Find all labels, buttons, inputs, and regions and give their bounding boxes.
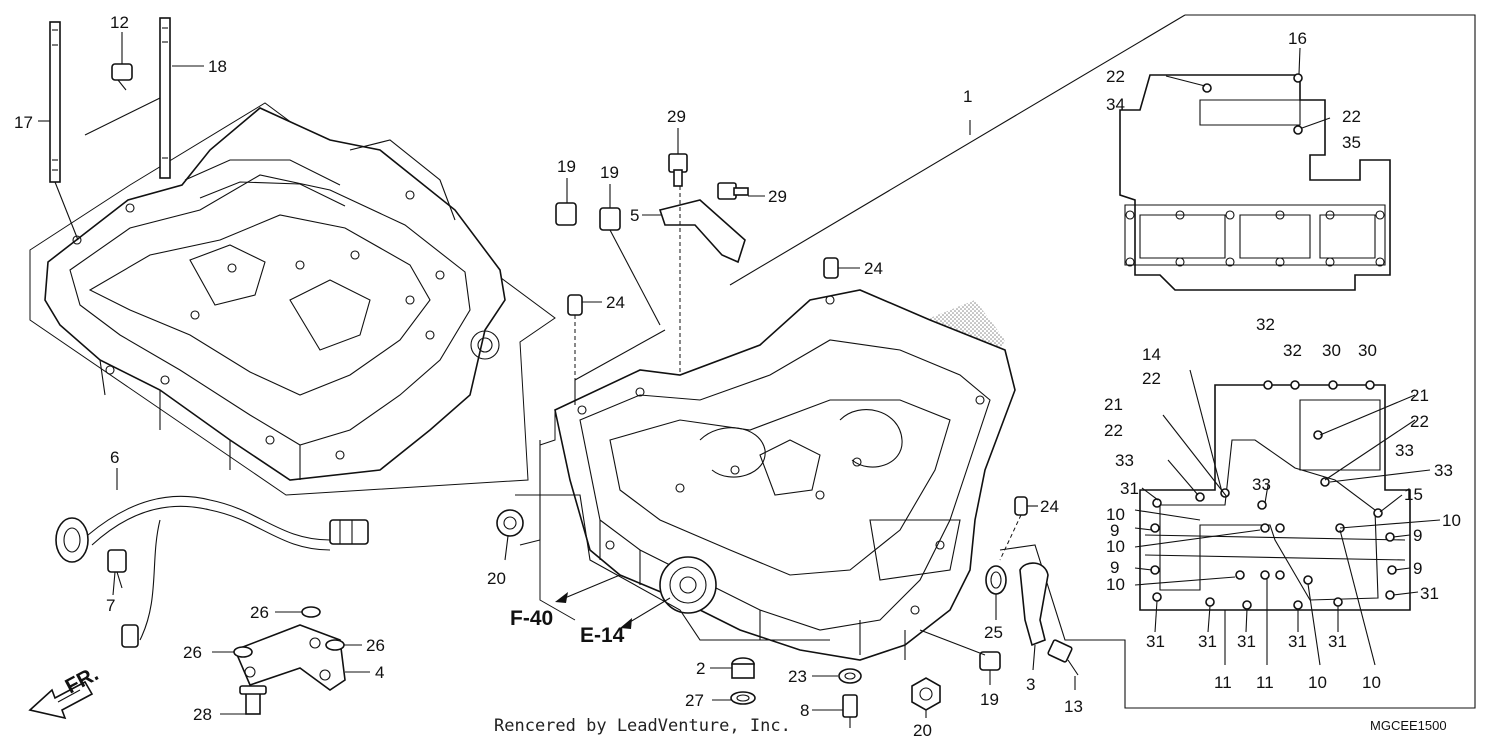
callout-10: 10 bbox=[1362, 673, 1381, 692]
callout-20: 20 bbox=[487, 569, 506, 588]
callout-19: 19 bbox=[600, 163, 619, 182]
assembly-outline bbox=[729, 14, 1476, 709]
callout-26: 26 bbox=[183, 643, 202, 662]
reference-e14: E-14 bbox=[580, 624, 625, 647]
diagram-code: MGCEE1500 bbox=[1370, 718, 1447, 733]
callout-3: 3 bbox=[1026, 675, 1035, 694]
upper-bolt-map-drawing bbox=[1119, 47, 1391, 291]
callout-5: 5 bbox=[630, 206, 639, 225]
callout-4: 4 bbox=[375, 663, 384, 682]
callout-30: 30 bbox=[1358, 341, 1377, 360]
callout-26: 26 bbox=[250, 603, 269, 622]
callout-33: 33 bbox=[1115, 451, 1134, 470]
callout-31: 31 bbox=[1120, 479, 1139, 498]
callout-21: 21 bbox=[1410, 386, 1429, 405]
callout-27: 27 bbox=[685, 691, 704, 710]
callout-19: 19 bbox=[980, 690, 999, 709]
render-credit: Rencered by LeadVenture, Inc. bbox=[494, 716, 791, 736]
callout-labels: 17 12 18 6 7 26 26 26 4 28 19 19 29 29 5… bbox=[14, 13, 1461, 740]
callout-9: 9 bbox=[1110, 558, 1119, 577]
callout-20: 20 bbox=[913, 721, 932, 740]
wire-harness-drawing bbox=[55, 495, 369, 648]
callout-31: 31 bbox=[1328, 632, 1347, 651]
callout-32: 32 bbox=[1283, 341, 1302, 360]
callout-31: 31 bbox=[1288, 632, 1307, 651]
callout-10: 10 bbox=[1106, 505, 1125, 524]
callout-24: 24 bbox=[1040, 497, 1059, 516]
callout-22: 22 bbox=[1142, 369, 1161, 388]
leader-lines bbox=[38, 32, 1076, 718]
callout-24: 24 bbox=[606, 293, 625, 312]
callout-33: 33 bbox=[1434, 461, 1453, 480]
callout-22: 22 bbox=[1104, 421, 1123, 440]
callout-10: 10 bbox=[1106, 575, 1125, 594]
reference-arrows bbox=[555, 574, 671, 629]
breather-plate-drawing bbox=[233, 606, 346, 715]
callout-8: 8 bbox=[800, 701, 809, 720]
callout-26: 26 bbox=[366, 636, 385, 655]
callout-9: 9 bbox=[1110, 521, 1119, 540]
front-direction-arrow bbox=[28, 680, 94, 720]
callout-32: 32 bbox=[1256, 315, 1275, 334]
callout-22: 22 bbox=[1342, 107, 1361, 126]
callout-13: 13 bbox=[1064, 697, 1083, 716]
callout-19: 19 bbox=[557, 157, 576, 176]
dowel-pins-drawing bbox=[567, 257, 1028, 561]
callout-31: 31 bbox=[1198, 632, 1217, 651]
callout-25: 25 bbox=[984, 623, 1003, 642]
callout-22: 22 bbox=[1410, 412, 1429, 431]
small-bolts-drawing bbox=[555, 153, 749, 400]
callout-15: 15 bbox=[1404, 485, 1423, 504]
callout-9: 9 bbox=[1413, 559, 1422, 578]
upper-crankcase-drawing bbox=[29, 102, 556, 496]
lower-bolt-map-drawing bbox=[1134, 369, 1441, 666]
callout-7: 7 bbox=[106, 596, 115, 615]
callout-33: 33 bbox=[1252, 475, 1271, 494]
callout-11: 11 bbox=[1256, 673, 1274, 692]
callout-29: 29 bbox=[667, 107, 686, 126]
callout-33: 33 bbox=[1395, 441, 1414, 460]
callout-28: 28 bbox=[193, 705, 212, 724]
callout-10: 10 bbox=[1442, 511, 1461, 530]
callout-31: 31 bbox=[1420, 584, 1439, 603]
callout-21: 21 bbox=[1104, 395, 1123, 414]
callout-17: 17 bbox=[14, 113, 33, 132]
callout-12: 12 bbox=[110, 13, 129, 32]
callout-23: 23 bbox=[788, 667, 807, 686]
callout-6: 6 bbox=[110, 448, 119, 467]
callout-30: 30 bbox=[1322, 341, 1341, 360]
callout-10: 10 bbox=[1308, 673, 1327, 692]
callout-22: 22 bbox=[1106, 67, 1125, 86]
lower-crankcase-drawing bbox=[515, 289, 1016, 661]
center-small-parts-drawing bbox=[496, 509, 1079, 728]
callout-1: 1 bbox=[963, 87, 972, 106]
callout-10: 10 bbox=[1106, 537, 1125, 556]
stud-bolts-drawing bbox=[49, 17, 171, 241]
callout-11: 11 bbox=[1214, 673, 1232, 692]
callout-14: 14 bbox=[1142, 345, 1161, 364]
callout-2: 2 bbox=[696, 659, 705, 678]
callout-24: 24 bbox=[864, 259, 883, 278]
callout-29: 29 bbox=[768, 187, 787, 206]
callout-35: 35 bbox=[1342, 133, 1361, 152]
callout-31: 31 bbox=[1146, 632, 1165, 651]
reference-f40: F-40 bbox=[510, 607, 553, 630]
callout-31: 31 bbox=[1237, 632, 1256, 651]
callout-16: 16 bbox=[1288, 29, 1307, 48]
callout-9: 9 bbox=[1413, 526, 1422, 545]
callout-34: 34 bbox=[1106, 95, 1125, 114]
callout-18: 18 bbox=[208, 57, 227, 76]
